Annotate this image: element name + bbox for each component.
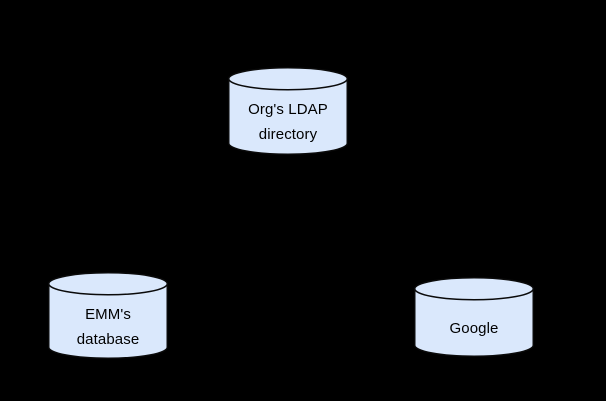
database-cylinder-icon [48, 272, 168, 359]
diagram-node-emm-database[interactable]: EMM's database [48, 272, 168, 359]
database-cylinder-icon [228, 67, 348, 155]
diagram-node-google[interactable]: Google [414, 277, 534, 357]
diagram-node-ldap-directory[interactable]: Org's LDAP directory [228, 67, 348, 155]
database-cylinder-icon [414, 277, 534, 357]
